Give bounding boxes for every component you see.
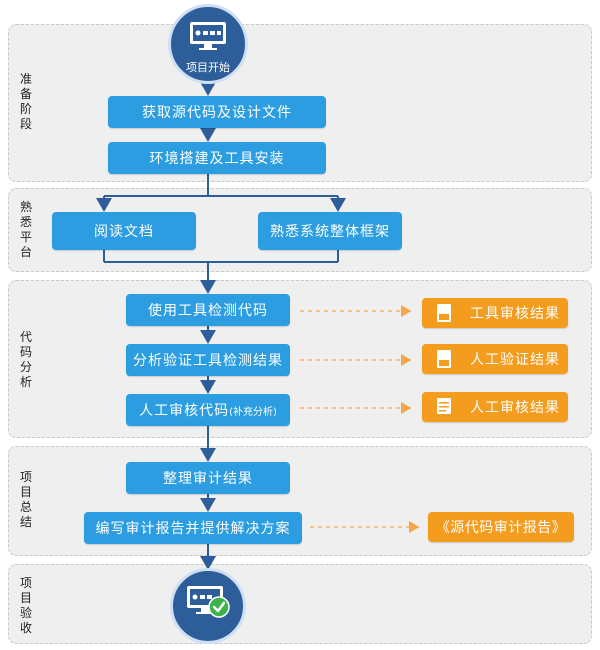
- document-icon: [437, 304, 451, 322]
- step-get-code: 获取源代码及设计文件: [108, 96, 326, 128]
- result-manual-verify-label: 人工验证结果: [470, 352, 560, 368]
- result-audit-report: 《源代码审计报告》: [428, 512, 574, 542]
- monitor-icon: [190, 22, 226, 50]
- document-icon: [437, 350, 451, 368]
- step-organize-results: 整理审计结果: [126, 462, 290, 494]
- phase-label-acceptance: 项目验收: [19, 576, 32, 635]
- phase-label-familiarize: 熟悉平台: [19, 200, 32, 259]
- step-tool-scan: 使用工具检测代码: [126, 294, 290, 326]
- step-write-report: 编写审计报告并提供解决方案: [84, 512, 302, 544]
- start-node-label: 项目开始: [186, 61, 230, 74]
- phase-acceptance-band: [8, 564, 592, 644]
- step-manual-review-note: (补充分析): [229, 406, 277, 418]
- phase-label-prepare: 准备阶段: [19, 72, 32, 131]
- result-manual-review: 人工审核结果: [422, 392, 568, 422]
- step-familiar-framework: 熟悉系统整体框架: [258, 212, 402, 250]
- notes-icon: [437, 398, 451, 414]
- step-env-setup: 环境搭建及工具安装: [108, 142, 326, 174]
- end-node: [170, 568, 246, 644]
- step-verify-results: 分析验证工具检测结果: [126, 344, 290, 376]
- step-manual-review: 人工审核代码 (补充分析): [126, 394, 290, 426]
- step-manual-review-label: 人工审核代码: [139, 403, 230, 419]
- phase-label-summary: 项目总结: [19, 470, 32, 529]
- step-read-docs: 阅读文档: [52, 212, 196, 250]
- result-tool-review-label: 工具审核结果: [470, 306, 560, 322]
- result-manual-review-label: 人工审核结果: [470, 400, 560, 416]
- monitor-checkmark-icon: [187, 586, 230, 618]
- result-tool-review: 工具审核结果: [422, 298, 568, 328]
- start-node: 项目开始: [168, 4, 248, 84]
- phase-label-analysis: 代码分析: [19, 330, 32, 389]
- result-manual-verify: 人工验证结果: [422, 344, 568, 374]
